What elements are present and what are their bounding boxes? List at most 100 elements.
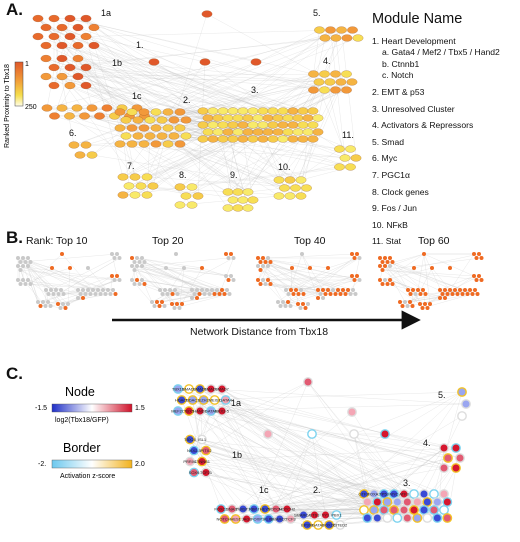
panel-a-network: 1 250 Ranked Proximity to Tbx18 1a 1. 1b…: [4, 8, 364, 212]
mini-node: [406, 288, 410, 292]
network-edge: [257, 117, 285, 189]
gene-node: [382, 513, 393, 523]
c-cluster-label-1c: 1c: [259, 485, 269, 495]
network-edge: [17, 265, 120, 281]
mini-node: [142, 260, 147, 264]
mini-node: [352, 256, 357, 260]
mini-network-40: [256, 252, 362, 310]
module-item: 10. NFκB: [372, 219, 408, 230]
gene-node: [432, 497, 443, 507]
network-edge: [192, 399, 266, 510]
mini-node: [16, 278, 20, 282]
gene-node: [138, 140, 150, 148]
mini-node: [229, 252, 233, 256]
gene-node: [206, 406, 216, 416]
gene-node: [345, 163, 356, 171]
mini-node: [76, 288, 80, 292]
network-edge: [353, 433, 405, 495]
mini-node: [465, 292, 470, 296]
mini-node: [445, 292, 450, 296]
network-edge: [22, 257, 109, 291]
network-edge: [53, 37, 337, 68]
gene-node: [429, 505, 439, 515]
gene-node: [252, 514, 263, 524]
mini-node: [227, 292, 232, 296]
network-edge: [85, 18, 163, 121]
network-edge: [423, 253, 443, 295]
mini-node: [229, 274, 233, 278]
gene-node: [79, 112, 90, 120]
gene-node: [132, 116, 144, 124]
network-edge: [352, 257, 360, 291]
mini-node: [321, 288, 325, 292]
gene-node: [250, 58, 262, 66]
mini-node: [68, 266, 72, 270]
network-edge: [121, 107, 249, 193]
mini-node: [226, 278, 231, 282]
mini-node: [110, 274, 114, 278]
gene-node: [252, 114, 264, 122]
network-edge: [185, 131, 319, 197]
gene-node: [422, 513, 433, 523]
gene-node: [451, 443, 461, 453]
network-edge: [203, 399, 326, 516]
network-edge: [285, 257, 360, 291]
gene-node: [197, 107, 209, 115]
gene-label: GTF2I: [358, 491, 369, 496]
network-edge: [85, 85, 93, 109]
network-edge: [136, 257, 198, 291]
mini-node: [130, 278, 134, 282]
gene-node: [267, 107, 279, 115]
network-edge: [156, 293, 173, 303]
network-edge: [85, 67, 239, 193]
module-item: b. Ctnnb1: [382, 58, 420, 69]
network-edge: [210, 410, 269, 520]
mini-node: [308, 266, 312, 270]
gene-node: [443, 453, 453, 463]
gene-label: CITED2: [333, 522, 348, 527]
gene-node: [302, 520, 313, 530]
gene-node: [432, 513, 443, 523]
network-edge: [119, 111, 130, 187]
gene-label: TP53: [379, 491, 389, 496]
gene-node: [86, 104, 98, 112]
panel-b-networks: Rank: Top 10 Top 20 Top 40 Top 60 Networ…: [16, 235, 484, 338]
mini-node: [408, 292, 413, 296]
mini-node: [422, 252, 426, 256]
gene-node: [409, 505, 419, 515]
mini-node: [455, 292, 460, 296]
mini-node: [477, 252, 481, 256]
mini-node: [353, 292, 358, 296]
border-legend-title: Border: [63, 441, 101, 455]
network-edge: [382, 269, 482, 281]
network-edge: [30, 267, 53, 285]
mini-node: [56, 302, 60, 306]
mini-node: [331, 288, 335, 292]
gene-node: [220, 395, 231, 405]
network-edge: [235, 457, 449, 520]
gene-node: [40, 23, 52, 32]
mini-node: [440, 292, 445, 296]
gene-node: [359, 505, 369, 515]
network-edge: [417, 253, 425, 291]
module-item: 7. PGC1α: [372, 169, 410, 180]
network-edge: [221, 388, 386, 435]
panel-c-letter: C.: [6, 364, 23, 383]
mini-node: [388, 278, 392, 282]
gene-node: [312, 128, 324, 136]
network-edge: [267, 279, 292, 291]
gene-node: [64, 14, 76, 23]
mini-node: [180, 302, 184, 306]
mini-node: [474, 278, 479, 282]
module-item: 1. Heart Development: [372, 35, 456, 46]
network-edge: [447, 253, 475, 295]
rank-max-label: 1: [25, 61, 29, 68]
mini-node: [460, 292, 465, 296]
mini-node: [182, 266, 186, 270]
gene-node: [187, 395, 198, 405]
gene-node: [324, 520, 335, 530]
gene-node: [162, 140, 174, 148]
network-edge: [179, 267, 203, 309]
gene-node: [284, 192, 296, 200]
mini-node: [405, 304, 410, 308]
